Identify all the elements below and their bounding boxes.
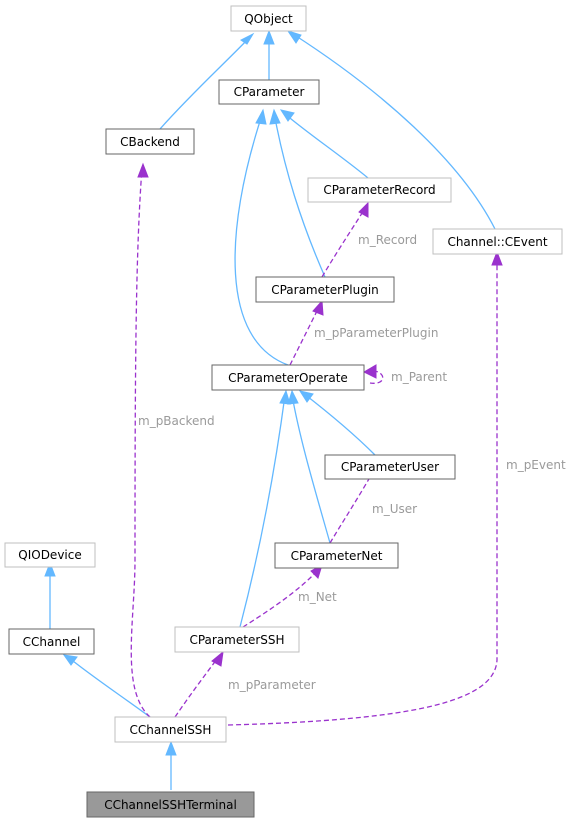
edge-labels: m_Record m_pParameterPlugin m_Parent m_p… <box>138 233 566 692</box>
node-label-cparameterplugin: CParameterPlugin <box>271 283 379 297</box>
node-label-cparameteroperate: CParameterOperate <box>228 371 348 385</box>
node-label-channel-cevent: Channel::CEvent <box>447 235 547 249</box>
node-label-cchannelsshterminal: CChannelSSHTerminal <box>104 798 237 812</box>
node-label-cchannel: CChannel <box>23 635 81 649</box>
node-channel-cevent[interactable]: Channel::CEvent <box>432 228 563 255</box>
edge-cparameterrecord-cparameter <box>284 113 369 179</box>
node-label-qobject: QObject <box>244 12 293 26</box>
arrowhead-cparameteruser-cparameteroperate <box>298 390 314 403</box>
node-cparameteroperate[interactable]: CParameterOperate <box>211 364 365 391</box>
edges <box>49 33 498 790</box>
node-label-cparameternet: CParameterNet <box>291 549 383 563</box>
node-cparameteruser[interactable]: CParameterUser <box>324 454 456 480</box>
arrowhead-cparameterplugin-cparameter <box>269 108 281 125</box>
arrowhead-cparameterrecord-cparameter <box>279 109 295 122</box>
edge-cparameterplugin-cparameter <box>274 117 326 278</box>
node-label-qiodevice: QIODevice <box>18 548 81 562</box>
edge-label-m-record: m_Record <box>358 233 417 247</box>
edge-label-m-user: m_User <box>372 502 417 516</box>
node-label-cparameterrecord: CParameterRecord <box>323 183 435 197</box>
node-cparameter[interactable]: CParameter <box>218 79 320 105</box>
edge-cchannelssh-cchannel <box>67 656 151 718</box>
arrowhead-cparameter-qobject <box>263 29 275 45</box>
node-cparameternet[interactable]: CParameterNet <box>274 542 399 569</box>
edge-label-m-pparameterplugin: m_pParameterPlugin <box>314 326 438 340</box>
edge-cchannelssh-cbackend <box>130 167 151 718</box>
arrowhead-cparameternet-cparameteroperate <box>287 389 299 405</box>
edge-label-m-pparameter: m_pParameter <box>228 678 316 692</box>
arrowhead-cchannelssh-cbackend <box>137 162 149 178</box>
node-label-cchannelssh: CChannelSSH <box>130 723 212 737</box>
edge-cparameternet-cparameteroperate <box>291 394 331 544</box>
edge-label-m-pbackend: m_pBackend <box>138 414 215 428</box>
node-cchannelssh[interactable]: CChannelSSH <box>114 716 227 743</box>
arrowhead-channel-cevent-qobject <box>286 30 302 44</box>
nodes: QObject CParameter CBackend CParameterRe… <box>4 5 563 818</box>
node-label-cparameteruser: CParameterUser <box>341 460 439 474</box>
arrowhead-cchannelsshterminal-cchannelssh <box>165 740 177 756</box>
edge-channel-cevent-qobject <box>292 33 496 230</box>
arrowhead-cparameterssh-cparameteroperate <box>279 389 291 405</box>
edge-label-m-net: m_Net <box>298 590 337 604</box>
arrowhead-cchannelssh-cparameterssh <box>211 650 224 667</box>
node-cparameterssh[interactable]: CParameterSSH <box>174 626 300 653</box>
arrowhead-cparameteroperate-cparameter <box>255 108 267 125</box>
node-qobject[interactable]: QObject <box>230 5 307 32</box>
edge-cparameterssh-cparameteroperate <box>239 394 286 628</box>
arrowhead-cbackend-qobject <box>240 32 255 45</box>
edge-cchannelssh-channel-cevent <box>227 256 498 726</box>
arrowhead-cchannel-qiodevice <box>44 561 56 577</box>
node-cparameterrecord[interactable]: CParameterRecord <box>307 177 452 203</box>
edge-label-m-pevent: m_pEvent <box>506 458 566 472</box>
node-cbackend[interactable]: CBackend <box>105 128 195 155</box>
edge-cchannelssh-cparameterssh <box>174 654 221 718</box>
node-cchannel[interactable]: CChannel <box>8 628 95 655</box>
edge-cparameterssh-cparameternet <box>242 567 321 628</box>
arrowhead-cparameterplugin-cparameterrecord <box>358 201 369 218</box>
edge-cparameteroperate-cparameter <box>234 117 289 366</box>
arrowhead-cchannelssh-channel-cevent <box>491 250 503 266</box>
edge-label-m-parent: m_Parent <box>391 370 447 384</box>
arrowhead-cparameteroperate-self <box>362 364 377 379</box>
node-qiodevice[interactable]: QIODevice <box>4 542 96 568</box>
node-label-cparameterssh: CParameterSSH <box>189 633 284 647</box>
arrowhead-cchannelssh-cchannel <box>62 654 78 666</box>
node-label-cbackend: CBackend <box>120 135 180 149</box>
node-cparameterplugin[interactable]: CParameterPlugin <box>255 276 395 303</box>
edge-cbackend-qobject <box>159 36 251 130</box>
edge-cparameteruser-cparameteroperate <box>302 392 376 456</box>
arrowhead-cparameteroperate-cparameterplugin <box>312 299 324 316</box>
edge-cparameterplugin-cparameterrecord <box>321 206 367 278</box>
node-cchannelsshterminal[interactable]: CChannelSSHTerminal <box>86 791 255 818</box>
node-label-cparameter: CParameter <box>234 85 305 99</box>
